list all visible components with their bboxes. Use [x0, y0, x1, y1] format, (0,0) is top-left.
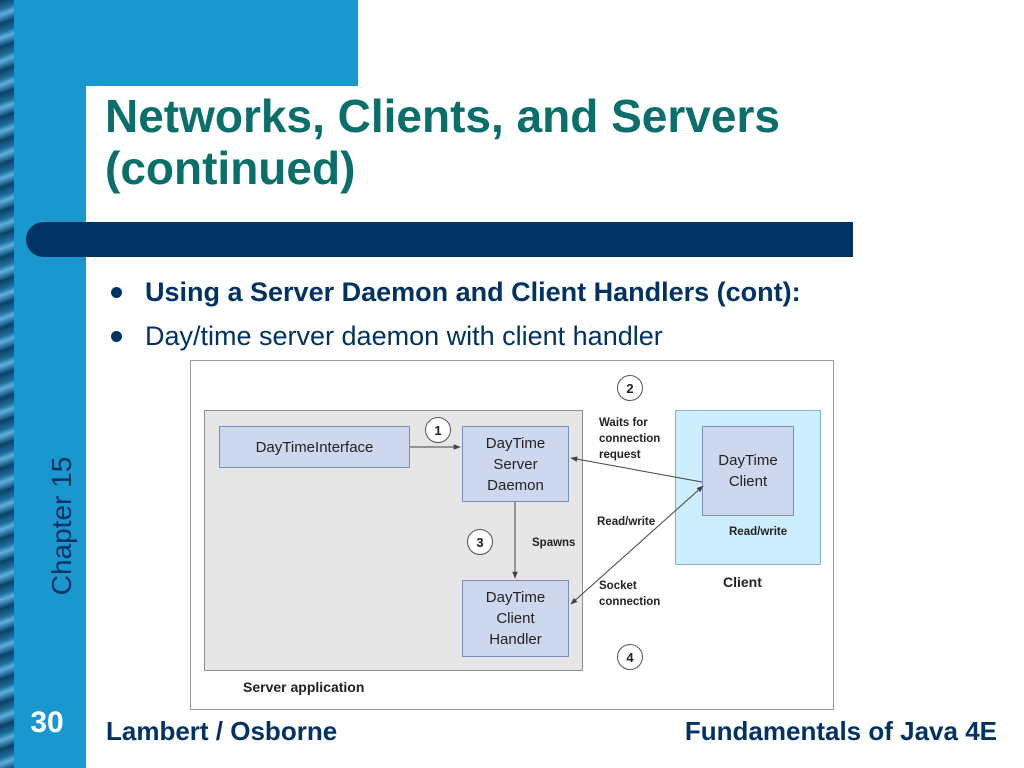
daytime-client-box: DayTime Client [702, 426, 794, 516]
footer-book-title: Fundamentals of Java 4E [684, 716, 997, 746]
left-decorative-stripe [0, 0, 14, 768]
spawns-label: Spawns [532, 537, 576, 549]
step-1-marker: 1 [425, 417, 451, 443]
title-line-2: (continued) [105, 142, 356, 194]
server-application-label: Server application [243, 679, 365, 695]
footer-authors: Lambert / Osborne [106, 716, 338, 746]
bullet-item-2: Day/time server daemon with client handl… [108, 316, 801, 360]
daytime-server-daemon-box: DayTime Server Daemon [462, 426, 569, 502]
read-write-label-2: Read/write [729, 526, 788, 538]
daytime-client-handler-box: DayTime Client Handler [462, 580, 569, 657]
client-area-label: Client [723, 574, 762, 590]
read-write-label-1: Read/write [597, 516, 656, 528]
title-line-1: Networks, Clients, and Servers [105, 90, 780, 142]
step-3-marker: 3 [467, 529, 493, 555]
top-accent-block [86, 0, 358, 86]
waits-for-connection-label: Waits for connection request [599, 417, 661, 461]
daytime-interface-box: DayTimeInterface [219, 426, 410, 468]
socket-connection-label: Socket connection [599, 580, 661, 608]
step-2-marker: 2 [617, 375, 643, 401]
arrow-client-to-daemon [570, 456, 703, 483]
bullet-list: Using a Server Daemon and Client Handler… [108, 272, 801, 360]
step-4-marker: 4 [617, 644, 643, 670]
page-number: 30 [30, 706, 64, 739]
title-underline-bar [26, 222, 853, 257]
bullet-item-1: Using a Server Daemon and Client Handler… [108, 272, 801, 316]
left-accent-bar [0, 0, 86, 768]
arrow-handler-client-readwrite [570, 485, 704, 605]
slide-title: Networks, Clients, and Servers (continue… [105, 90, 905, 194]
